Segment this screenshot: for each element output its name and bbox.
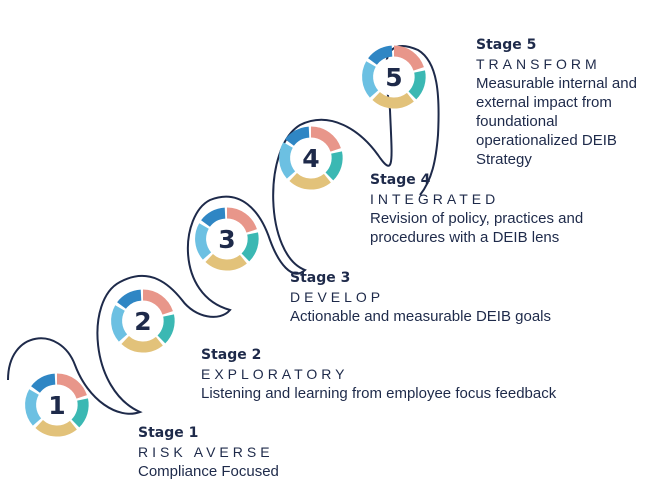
stage-name: RISK AVERSE (138, 444, 274, 460)
stage-number: 2 (134, 306, 152, 336)
stage-title: Stage 2 (201, 347, 262, 363)
stage-number: 1 (48, 390, 66, 420)
stage-description: Measurable internal and external impact … (476, 75, 637, 168)
segmented-ring-icon (279, 126, 343, 190)
stage-2-badge: 2 (110, 288, 176, 354)
stage-5-badge: 5 (361, 44, 427, 110)
stage-name: TRANSFORM (476, 56, 601, 72)
stage-description: Revision of policy, practices and proced… (370, 210, 584, 246)
stage-5-text: Stage 5 TRANSFORM Measurable internal an… (476, 36, 661, 169)
stage-3-badge: 3 (194, 206, 260, 272)
stage-1-text: Stage 1 RISK AVERSE Compliance Focused (138, 424, 338, 481)
stage-name: EXPLORATORY (201, 366, 349, 382)
stage-description: Listening and learning from employee foc… (201, 385, 557, 402)
segmented-ring-icon (25, 373, 89, 437)
stage-number: 4 (302, 143, 320, 173)
stage-title: Stage 1 (138, 425, 199, 441)
stage-name: INTEGRATED (370, 191, 500, 207)
stage-title: Stage 5 (476, 37, 537, 53)
stage-title: Stage 4 (370, 172, 431, 188)
stage-description: Actionable and measurable DEIB goals (290, 308, 551, 325)
stage-3-text: Stage 3 DEVELOP Actionable and measurabl… (290, 269, 630, 326)
stage-4-text: Stage 4 INTEGRATED Revision of policy, p… (370, 171, 615, 247)
segmented-ring-icon (195, 207, 259, 271)
stage-number: 3 (218, 224, 236, 254)
stage-number: 5 (385, 62, 403, 92)
segmented-ring-icon (362, 45, 426, 109)
stage-description: Compliance Focused (138, 463, 279, 480)
stage-2-text: Stage 2 EXPLORATORY Listening and learni… (201, 346, 641, 403)
stage-title: Stage 3 (290, 270, 351, 286)
stage-4-badge: 4 (278, 125, 344, 191)
segmented-ring-icon (111, 289, 175, 353)
stage-1-badge: 1 (24, 372, 90, 438)
stage-name: DEVELOP (290, 289, 385, 305)
